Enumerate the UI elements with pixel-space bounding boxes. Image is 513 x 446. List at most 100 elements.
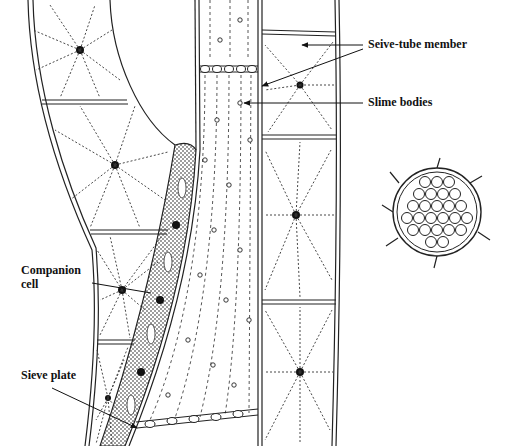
nucleus [172,221,180,229]
strand [200,75,229,417]
nucleus [156,296,164,304]
leader-line [302,45,363,46]
strand [175,75,217,418]
slime-body [227,183,231,187]
nuclei [76,46,304,401]
sieve-pore [414,189,425,200]
sieve-pore [432,201,443,212]
sieve-pore [450,189,461,200]
slime-body [248,138,252,142]
cell-wall [42,100,128,104]
sieve-pore [444,201,455,212]
slime-body [198,273,202,277]
vacuole [178,178,186,198]
vacuole [164,252,172,272]
strand [249,75,251,413]
sieve-pore [237,66,246,73]
p-protein-strands [150,0,251,420]
sieve-pore [462,213,473,224]
slime-body [166,393,170,397]
leader-line [262,49,363,86]
slime-body [211,363,215,367]
strand [33,5,120,98]
vacuole [127,395,135,415]
strand [150,75,205,420]
sieve-plate-outline [397,172,477,252]
sieve-pore [402,213,413,224]
sieve-pore [444,225,455,236]
cell-wall [382,158,490,268]
sieve-pore [450,213,461,224]
sieve-pore [420,201,431,212]
sieve-plate-outline [393,168,481,256]
slime-body [203,158,207,162]
sieve-pore [438,237,449,248]
sieve-tube-wall [195,0,196,150]
sieve-pore [189,416,199,423]
cell-wall [262,30,336,36]
cell-wall [110,0,175,145]
vacuole [147,324,155,344]
cell-wall [262,300,336,304]
strand [265,142,334,297]
cell-wall [262,135,336,139]
strand [55,106,168,228]
sieve-plate-wall [199,66,258,72]
sieve-pore [456,201,467,212]
part-label: Slime bodies [367,96,433,110]
slime-body [232,383,236,387]
sieve-plate-surface-view [382,158,490,268]
sieve-pore [420,225,431,236]
sieve-pore [438,189,449,200]
cytoplasm-strands [33,5,334,444]
sieve-pore [426,213,437,224]
sieve-tube-wall [258,0,262,446]
sieve-pore [213,66,222,73]
sieve-pore [420,177,431,188]
sieve-pore [438,213,449,224]
sieve-pore [201,66,210,73]
slime-body [238,18,242,22]
companion-cell [100,143,196,446]
part-label: Companion cell [20,264,92,292]
sieve-pore [432,225,443,236]
vacuoles [127,178,186,415]
sieve-pore [432,177,443,188]
sieve-pore [414,213,425,224]
leader-line [92,283,151,293]
sieve-pore [225,66,234,73]
slime-body [212,228,216,232]
strand [265,307,333,444]
sieve-pore [408,201,419,212]
sieve-pore [444,177,455,188]
strand [225,75,241,415]
leader-lines [52,45,363,428]
slime-body [218,38,222,42]
sieve-pore [426,237,437,248]
sieve-pore [248,66,257,73]
slime-body [224,298,228,302]
sieve-plate-wall [136,409,258,428]
sieve-pore [408,225,419,236]
sieve-pore [145,421,155,428]
strand [265,42,334,132]
strand [97,236,162,338]
nucleus [137,368,145,376]
cell-wall [90,230,168,234]
slime-bodies [166,18,252,397]
leader-line [244,103,363,104]
slime-body [215,118,219,122]
strand [96,347,128,444]
sieve-pore [456,225,467,236]
slime-body [247,318,251,322]
slime-body [238,101,242,105]
cell-wall [97,340,135,344]
leader-line [52,388,137,428]
part-label: Seive-tube member [367,38,468,52]
sieve-plates [136,66,258,429]
sieve-pore [426,189,437,200]
part-label: Sieve plate [20,369,77,383]
sieve-pore [211,414,221,421]
